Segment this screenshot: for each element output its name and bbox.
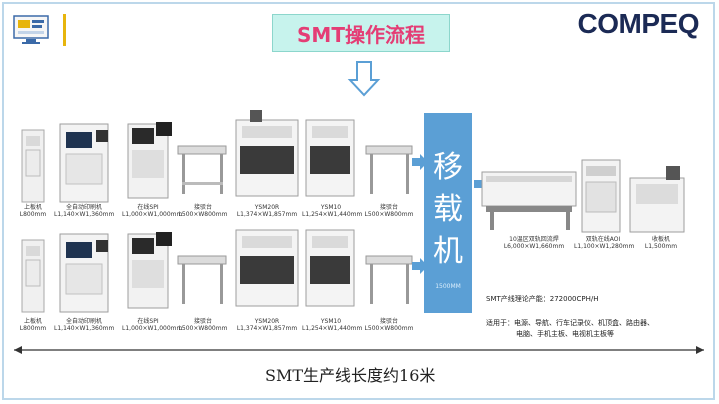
capacity-note: SMT产线理论产能：272000CPH/H xyxy=(486,295,599,303)
line2-machines xyxy=(21,229,413,313)
applicable-note-2: 电脑、手机主板、电视机主板等 xyxy=(516,330,614,338)
mover-size: 1500MM xyxy=(435,283,461,290)
line-length-caption: SMT生产线长度约16米 xyxy=(265,366,436,385)
transfer-machine: 移 载 机 1500MM xyxy=(424,113,472,313)
mover-char: 载 xyxy=(433,192,463,227)
line1-machines xyxy=(21,110,413,203)
mover-char: 移 xyxy=(433,150,463,185)
logo-divider xyxy=(63,14,66,46)
monitor-logo-icon xyxy=(13,15,49,44)
down-arrow-icon xyxy=(347,61,381,97)
mover-char: 机 xyxy=(433,234,463,269)
unloader xyxy=(629,166,685,233)
applicable-note: 适用于：电源、导航、行车记录仪、机顶盒、路由器、 xyxy=(486,319,654,327)
inline-aoi xyxy=(581,159,621,233)
brand-logo: COMPEQ xyxy=(577,8,700,39)
reflow-oven xyxy=(481,171,577,230)
length-arrow xyxy=(14,346,704,354)
page-title: SMT操作流程 xyxy=(272,14,450,52)
